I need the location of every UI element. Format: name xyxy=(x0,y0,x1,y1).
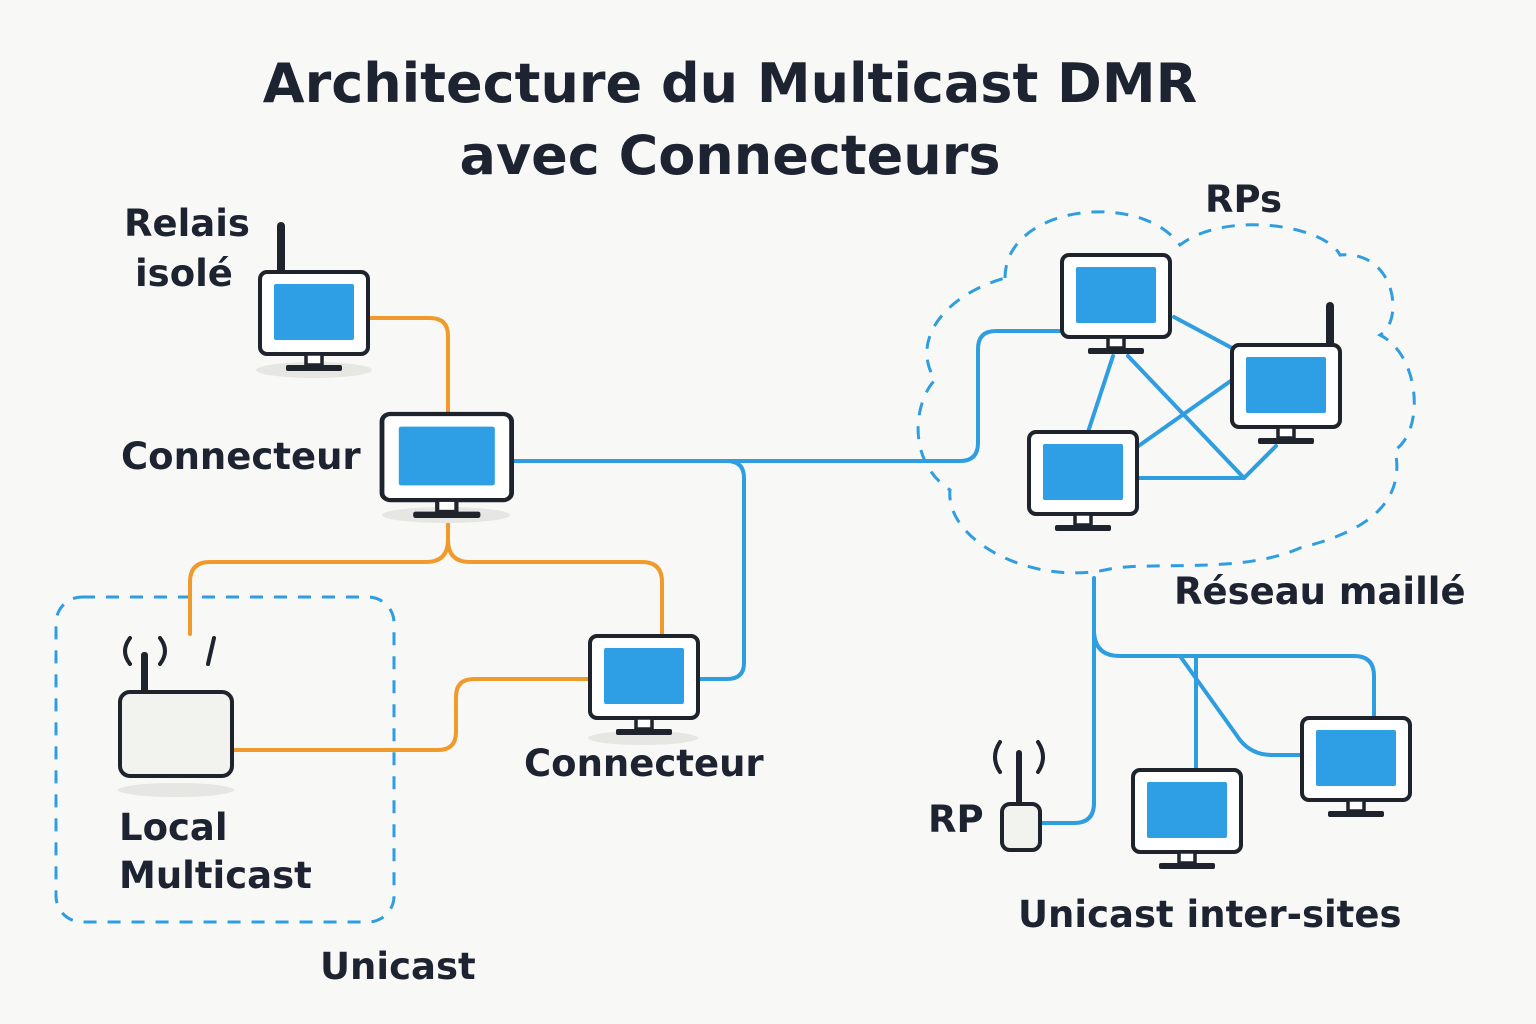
connecteur-main-device xyxy=(382,414,512,523)
label-isole: isolé xyxy=(135,252,233,295)
rp-device-right xyxy=(1230,302,1342,446)
rp-device-left xyxy=(1027,430,1139,533)
label-reseau-maille: Réseau maillé xyxy=(1174,570,1466,613)
label-local: Local xyxy=(119,806,228,849)
rp-node-device xyxy=(993,740,1045,852)
radio-waves-icon xyxy=(993,740,1002,774)
label-connecteur-second: Connecteur xyxy=(524,742,764,785)
label-rp: RP xyxy=(928,798,984,841)
blue-links xyxy=(510,315,1376,825)
radio-waves-icon xyxy=(123,636,132,666)
orange-links xyxy=(188,316,664,752)
site-device-right xyxy=(1300,716,1412,819)
relais-isole-device xyxy=(256,222,372,378)
antenna-icon xyxy=(277,222,285,274)
connecteur-second-device xyxy=(588,634,700,745)
label-relais: Relais xyxy=(124,202,250,245)
label-connecteur-main: Connecteur xyxy=(121,435,361,478)
label-rps: RPs xyxy=(1205,178,1282,221)
antenna-icon xyxy=(1326,302,1334,348)
label-multicast: Multicast xyxy=(119,854,312,897)
diagram-title-line1: Architecture du Multicast DMR xyxy=(262,52,1198,115)
label-unicast-inter-sites: Unicast inter-sites xyxy=(1018,893,1402,936)
cloud-outline xyxy=(916,210,1416,575)
diagram-title-line2: avec Connecteurs xyxy=(459,124,1001,187)
local-multicast-zone xyxy=(54,595,396,924)
rp-device-top xyxy=(1060,253,1172,356)
router-icon xyxy=(118,636,234,797)
label-unicast: Unicast xyxy=(320,945,476,988)
site-device-middle xyxy=(1131,768,1243,871)
